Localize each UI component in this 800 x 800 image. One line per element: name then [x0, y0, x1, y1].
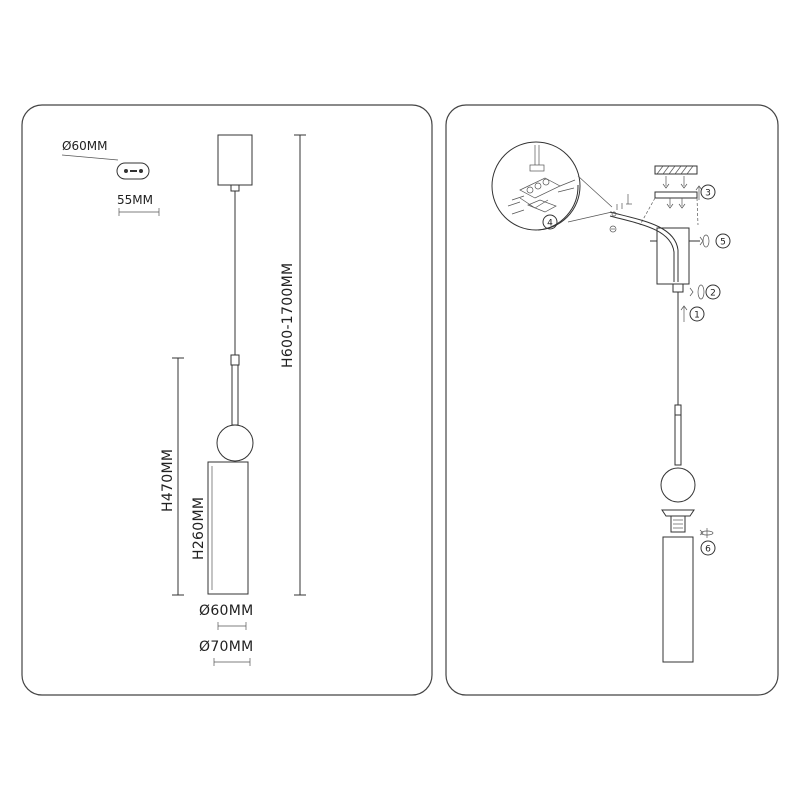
shade-cylinder	[207, 461, 249, 595]
step-4-label: 4	[547, 219, 553, 229]
right-panel-frame	[445, 104, 779, 696]
fixture-height-label: H470MM	[160, 449, 176, 512]
wiring-detail-magnifier	[491, 141, 613, 231]
installed-glass-ball	[660, 467, 696, 503]
canopy-top-view	[61, 154, 160, 216]
installed-rod	[674, 414, 682, 466]
ceiling	[654, 165, 698, 189]
shade-height-label: H260MM	[191, 497, 207, 560]
right-panel-installation: 4 3	[445, 104, 779, 696]
canopy-diameter-label: Ø60MM	[62, 139, 107, 153]
step-1-label: 1	[694, 311, 700, 321]
step-2-label: 2	[710, 289, 716, 299]
shade-diameter-label: Ø60MM	[199, 603, 254, 619]
left-panel-frame	[21, 104, 433, 696]
shade-outer-diameter-label: Ø70MM	[199, 639, 254, 655]
step-3-label: 3	[705, 189, 711, 199]
step-5-label: 5	[720, 238, 726, 248]
installed-shade	[662, 536, 694, 663]
step-6-label: 6	[705, 545, 711, 555]
left-panel-dimensions: Ø60MM 55MM H600-1700MM H470MM H260MM Ø60…	[21, 104, 433, 696]
glass-ball	[216, 424, 254, 462]
canopy-depth-label: 55MM	[117, 193, 153, 207]
pendant-lamp-side-view	[207, 134, 254, 595]
total-height-label: H600-1700MM	[280, 263, 296, 368]
mounting-bracket	[654, 191, 698, 199]
